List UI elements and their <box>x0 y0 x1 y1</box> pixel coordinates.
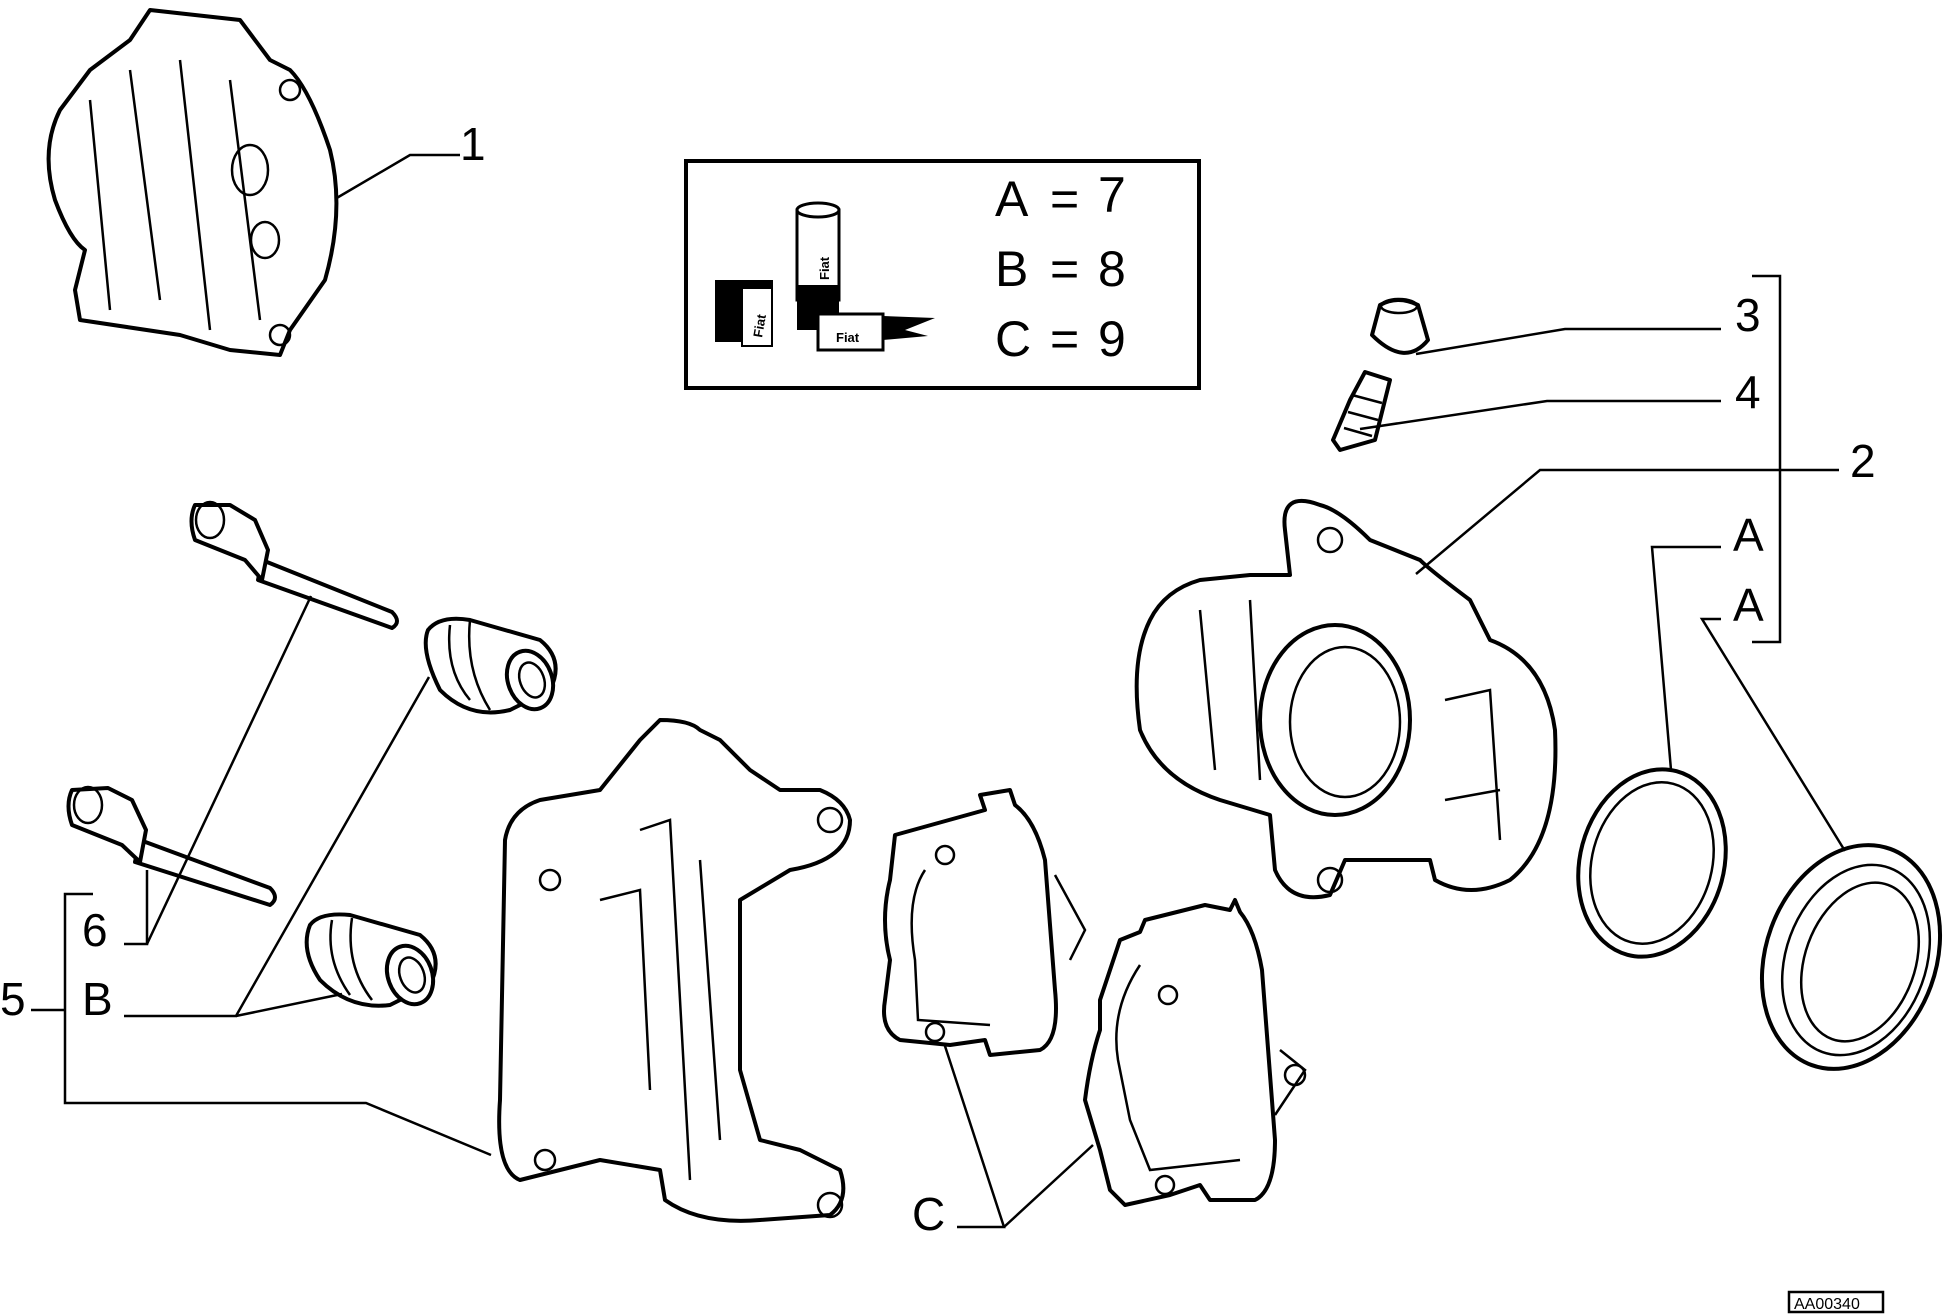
legend-eq-c: = <box>1050 311 1079 367</box>
brand-label-left-box: Fiat <box>750 312 769 338</box>
fiat-lubricant-products-icon: Fiat Fiat Fiat <box>715 201 935 352</box>
part-1-caliper-assembly <box>46 8 339 357</box>
legend-key-c: C <box>995 311 1031 367</box>
callout-c: C <box>912 1188 945 1240</box>
callout-5: 5 <box>0 973 26 1025</box>
part-6-guide-pin-upper <box>189 500 399 630</box>
callout-1: 1 <box>460 118 486 170</box>
legend-value-a: 7 <box>1098 167 1126 223</box>
legend-key-a: A <box>995 171 1029 227</box>
drawing-code: AA00340 <box>1794 1296 1860 1313</box>
part-c-brake-pad-rear <box>882 788 1087 1057</box>
legend-value-c: 9 <box>1098 311 1126 367</box>
part-a-dust-boot <box>1759 843 1943 1071</box>
drawing-code-box: AA00340 <box>1787 1290 1885 1314</box>
callout-a-seal: A <box>1733 509 1764 561</box>
part-b-boot-lower <box>304 912 438 1008</box>
part-a-piston-seal <box>1576 767 1728 959</box>
legend-key-b: B <box>995 241 1028 297</box>
legend-eq-a: = <box>1050 171 1079 227</box>
part-b-boot-upper <box>423 616 558 715</box>
part-5-caliper-bracket <box>497 718 852 1223</box>
callout-b: B <box>82 973 113 1025</box>
callout-6: 6 <box>82 904 108 956</box>
part-6-guide-pin-lower <box>66 785 277 907</box>
leader-lines <box>31 153 1847 1229</box>
callout-4: 4 <box>1735 366 1761 418</box>
legend-value-b: 8 <box>1098 241 1126 297</box>
legend-eq-b: = <box>1050 241 1079 297</box>
part-4-bleeder-screw <box>1331 370 1392 452</box>
lubricant-legend: Fiat Fiat Fiat A = 7 B = 8 C = 9 <box>684 159 1201 390</box>
callout-a-boot: A <box>1733 579 1764 631</box>
part-3-bleeder-cap <box>1370 297 1430 355</box>
part-c-brake-pad-front <box>1083 898 1307 1207</box>
callout-3: 3 <box>1735 289 1761 341</box>
part-2-caliper-body <box>1134 499 1558 900</box>
callout-2: 2 <box>1850 435 1876 487</box>
brand-label-cylinder: Fiat <box>817 256 832 280</box>
brand-label-front-box: Fiat <box>836 330 860 345</box>
